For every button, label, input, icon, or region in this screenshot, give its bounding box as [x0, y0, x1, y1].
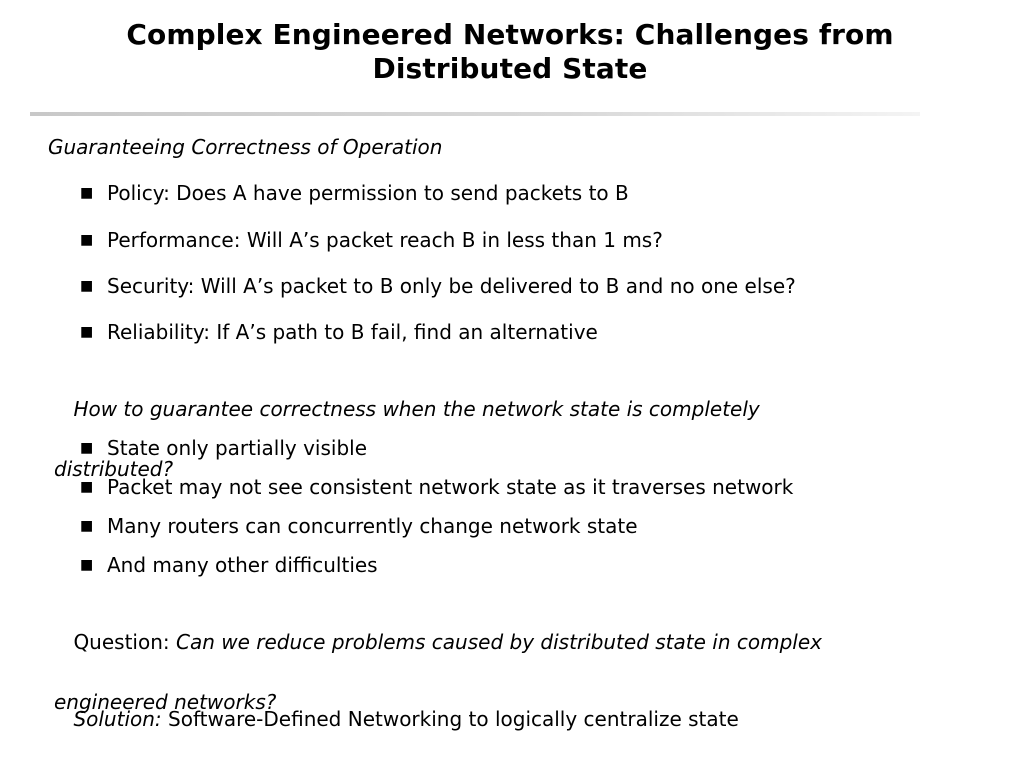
section-2-heading: How to guarantee correctness when the ne… [48, 364, 760, 544]
bullet-item: ■ And many other difficulties [80, 550, 378, 580]
question-label: Question: [73, 630, 176, 654]
bullet-text: Reliability: If A’s path to B fail, find… [107, 320, 598, 344]
bullet-item: ■ Reliability: If A’s path to B fail, fin… [80, 317, 598, 347]
question-block: Question: Can we reduce problems caused … [48, 597, 822, 777]
bullet-item: ■ State only partially visible [80, 433, 367, 463]
section-1-heading: Guaranteeing Correctness of Operation [48, 135, 443, 159]
bullet-item: ■ Policy: Does A have permission to send … [80, 178, 629, 208]
section-2-heading-line-2: distributed? [54, 457, 174, 481]
bullet-square-icon: ■ [80, 278, 94, 294]
bullet-text: Packet may not see consistent network st… [107, 475, 794, 499]
bullet-square-icon: ■ [80, 518, 94, 534]
bullet-text: Performance: Will A’s packet reach B in … [107, 228, 663, 252]
solution-text: Software-Defined Networking to logically… [161, 707, 739, 731]
solution-block: Solution: Software-Defined Networking to… [48, 674, 739, 764]
title-divider [30, 112, 920, 116]
solution-label: Solution: [73, 707, 162, 731]
bullet-square-icon: ■ [80, 557, 94, 573]
slide-title: Complex Engineered Networks: Challenges … [60, 18, 960, 86]
slide-title-line-2: Distributed State [372, 52, 648, 85]
bullet-square-icon: ■ [80, 185, 94, 201]
question-text-line-2: engineered networks? [54, 690, 277, 714]
bullet-item: ■ Many routers can concurrently change ne… [80, 511, 638, 541]
section-2-heading-line-1: How to guarantee correctness when the ne… [73, 397, 760, 421]
bullet-square-icon: ■ [80, 232, 94, 248]
bullet-text: State only partially visible [107, 436, 368, 460]
bullet-text: Policy: Does A have permission to send p… [107, 181, 629, 205]
bullet-item: ■ Packet may not see consistent network s… [80, 472, 793, 502]
bullet-square-icon: ■ [80, 440, 94, 456]
bullet-text: Security: Will A’s packet to B only be d… [107, 274, 796, 298]
bullet-square-icon: ■ [80, 324, 94, 340]
slide-title-line-1: Complex Engineered Networks: Challenges … [126, 18, 894, 51]
bullet-text: Many routers can concurrently change net… [107, 514, 638, 538]
question-text-line-1: Can we reduce problems caused by distrib… [176, 630, 822, 654]
bullet-text: And many other difficulties [107, 553, 378, 577]
bullet-item: ■ Performance: Will A’s packet reach B in… [80, 225, 663, 255]
bullet-square-icon: ■ [80, 479, 94, 495]
bullet-item: ■ Security: Will A’s packet to B only be … [80, 271, 796, 301]
